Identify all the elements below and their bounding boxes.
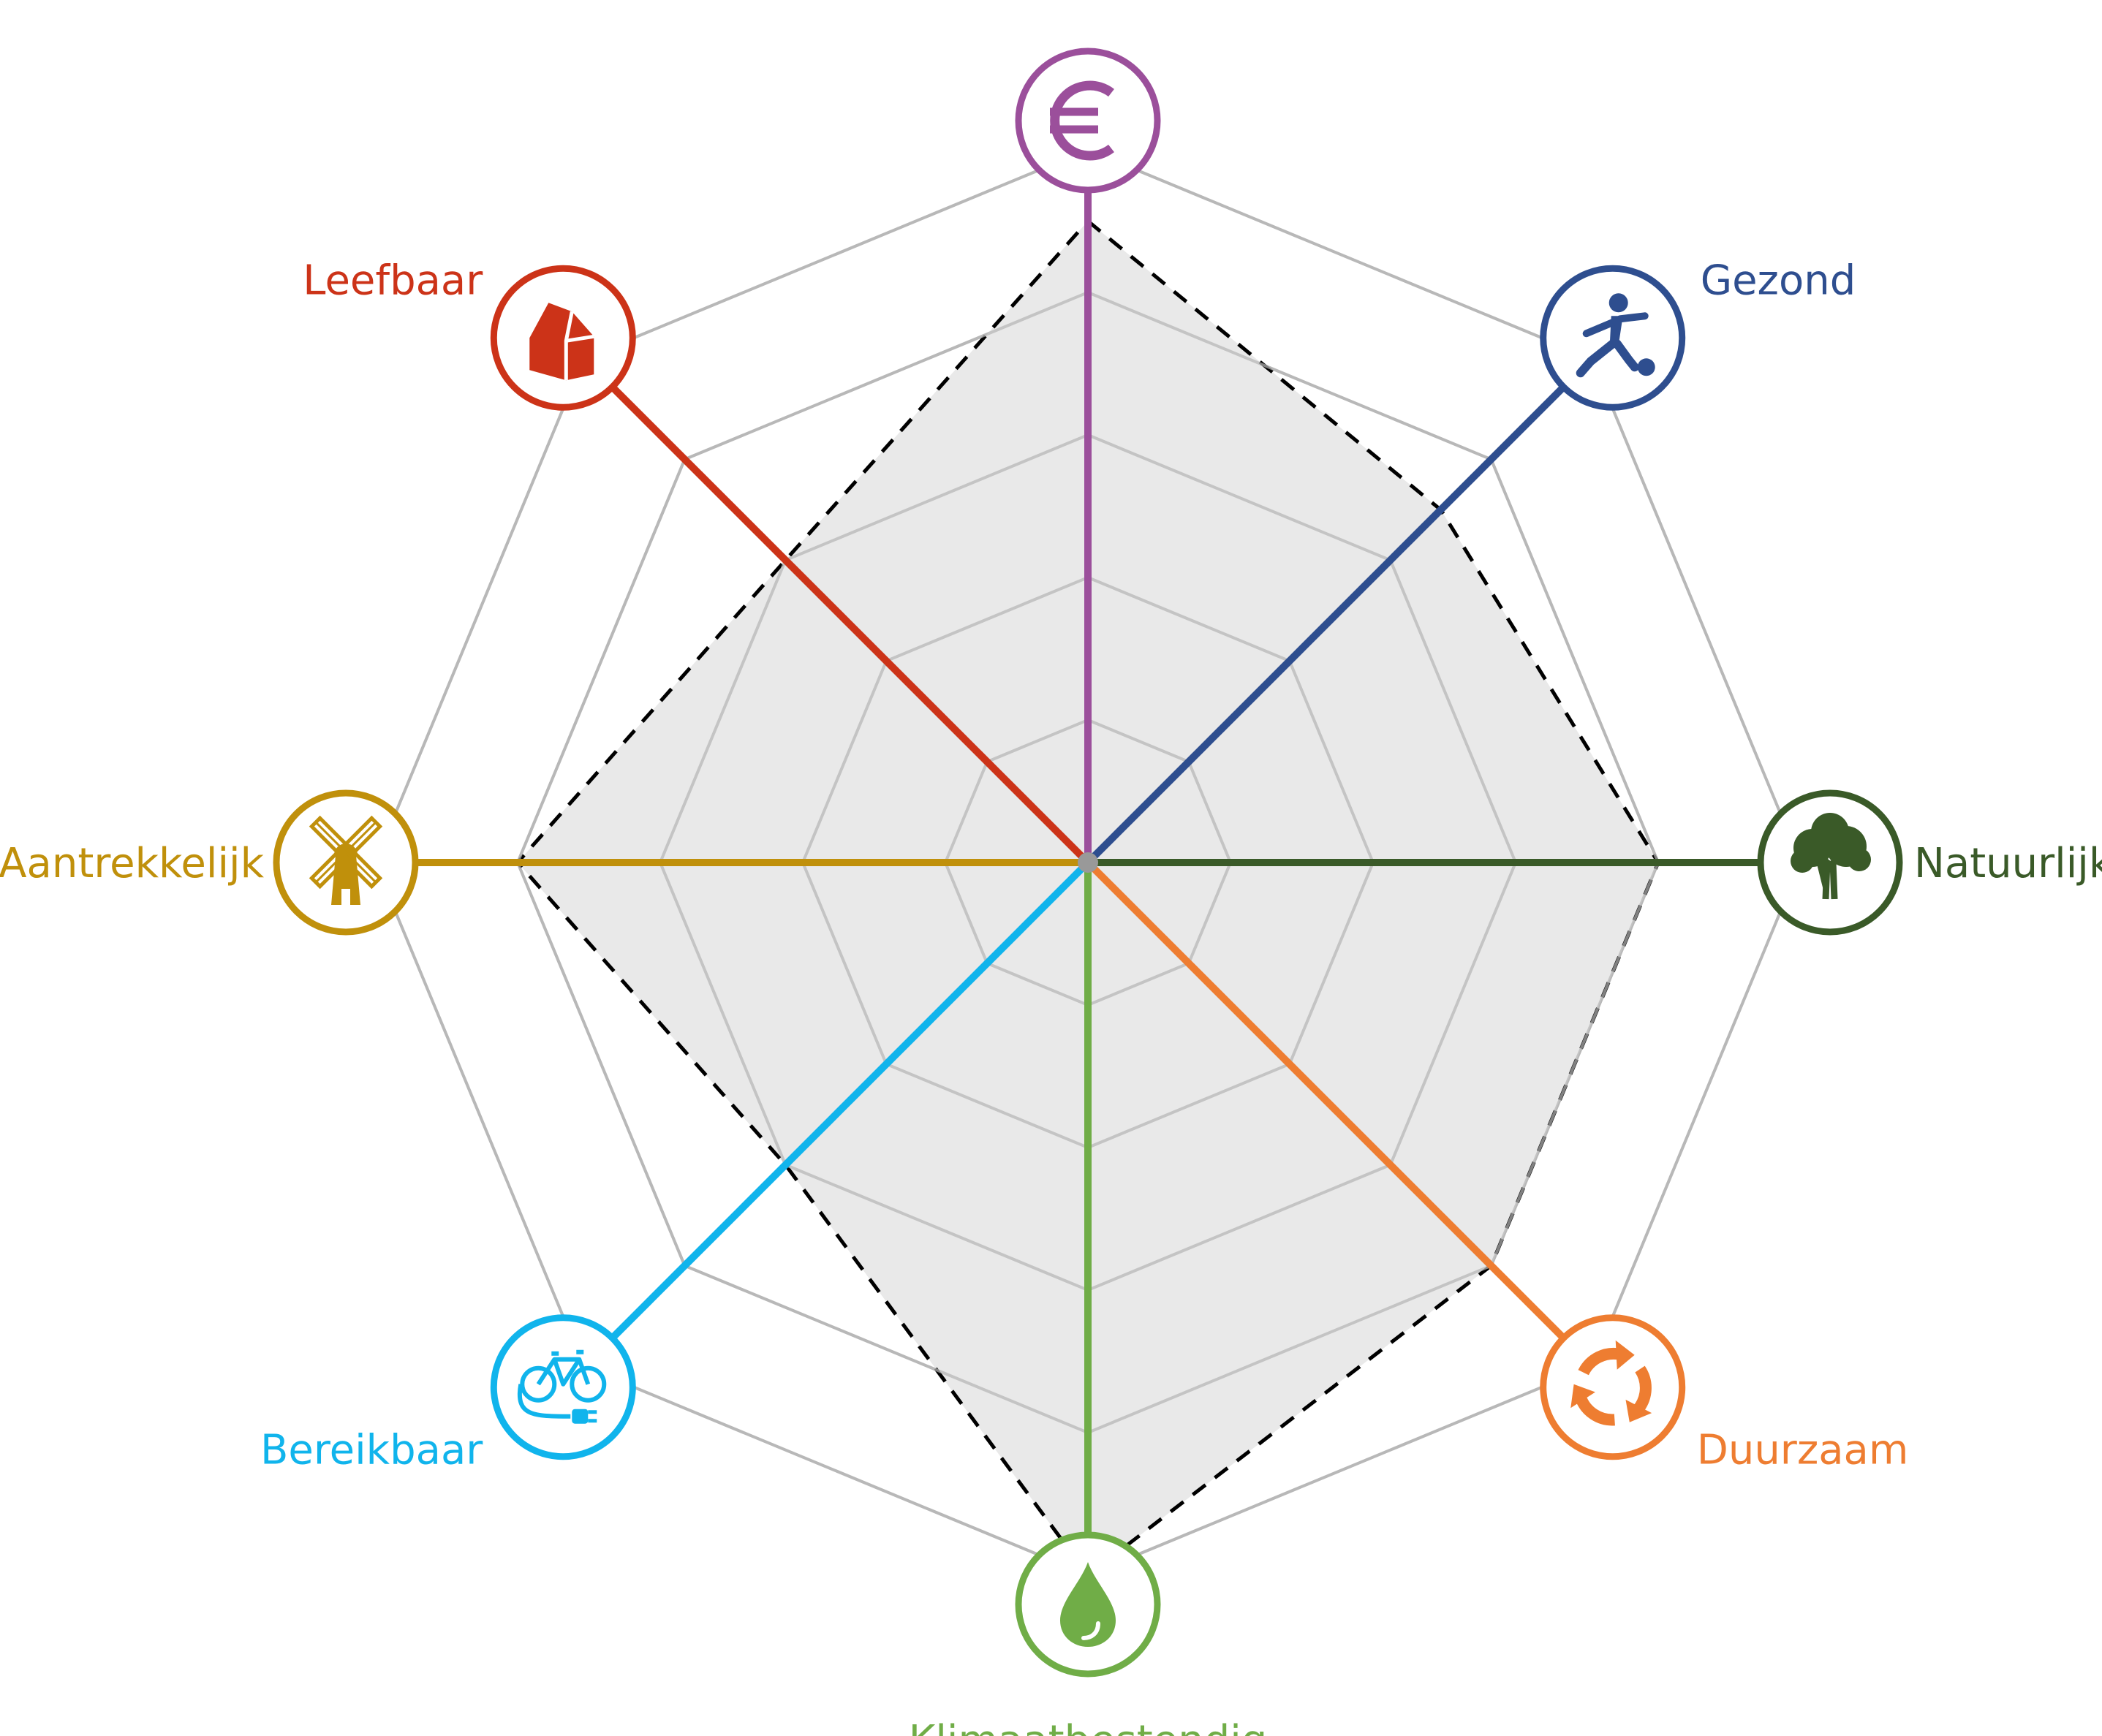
axis-spokes <box>415 190 1761 1535</box>
electric-bicycle-icon <box>490 1314 636 1460</box>
axis-label-leefbaar: Leefbaar <box>303 257 483 304</box>
windmill-icon <box>273 789 419 936</box>
axis-label-aantrekkelijk: Aantrekkelijk <box>0 840 265 887</box>
house-icon <box>490 265 636 411</box>
spoke-gezond <box>1085 384 1567 865</box>
center-dot <box>1078 852 1098 873</box>
axis-label-klimaatbestendig: Klimaatbestendig <box>909 1717 1268 1736</box>
euro-icon <box>1015 48 1161 194</box>
spoke-bereikbaar <box>609 860 1091 1341</box>
axis-icons <box>273 48 1903 1678</box>
tree-icon <box>1757 789 1903 936</box>
axis-label-gezond: Gezond <box>1701 257 1856 304</box>
axis-label-bereikbaar: Bereikbaar <box>260 1427 483 1474</box>
recycle-arrows-icon <box>1540 1314 1686 1460</box>
axis-label-natuurlijk: Natuurlijk <box>1914 840 2102 887</box>
axis-label-duurzaam: Duurzaam <box>1697 1427 1909 1474</box>
water-drop-icon <box>1015 1531 1161 1678</box>
spoke-leefbaar <box>609 384 1091 865</box>
spoke-duurzaam <box>1085 860 1567 1341</box>
soccer-player-icon <box>1540 265 1686 411</box>
axis-label-ondernemend: Ondernemend <box>941 0 1235 1</box>
